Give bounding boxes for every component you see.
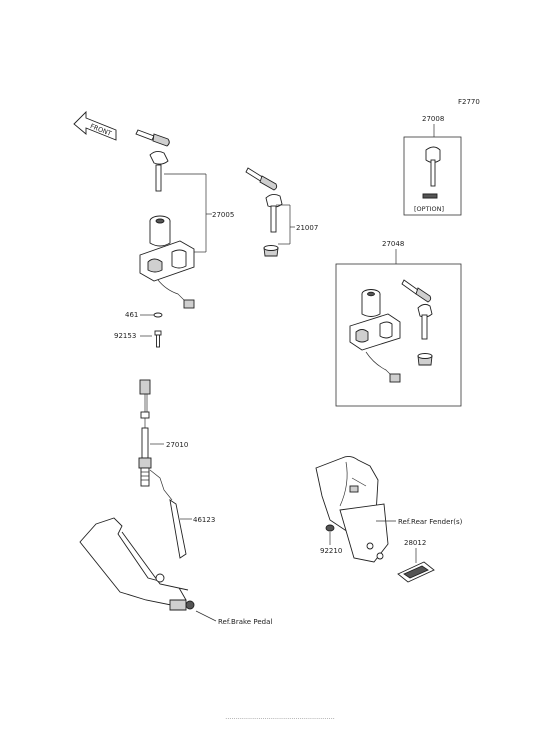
main-keys-icon xyxy=(135,129,170,192)
part-28012-label: 28012 xyxy=(404,539,426,547)
washer-icon xyxy=(153,312,163,318)
part-27048-label: 27048 xyxy=(382,240,404,248)
front-arrow-icon: FRONT xyxy=(73,110,117,141)
part-92153-label: 92153 xyxy=(114,332,136,340)
option-label: [OPTION] xyxy=(414,205,444,213)
brake-pedal-icon xyxy=(79,517,195,611)
part-27010-label: 27010 xyxy=(166,441,188,449)
option-key-icon xyxy=(422,146,441,199)
rear-fender-icon xyxy=(315,455,389,563)
part-21007-label: 21007 xyxy=(296,224,318,232)
ignition-switch-icon xyxy=(139,215,195,309)
reflector-icon xyxy=(397,561,435,583)
nut-icon xyxy=(325,524,335,532)
kit-keys-icon xyxy=(401,279,433,366)
part-92210-label: 92210 xyxy=(320,547,342,555)
bolt-icon xyxy=(154,330,162,348)
figure-code: F2770 xyxy=(458,98,480,106)
kit-switch-icon xyxy=(349,289,401,383)
ref-rear-fender: Ref.Rear Fender(s) xyxy=(398,518,463,526)
option-box xyxy=(403,136,462,216)
part-461-label: 461 xyxy=(125,311,138,319)
footer-text: ••••••••••••••••••••••••••••••••••••••••… xyxy=(225,717,334,721)
ref-brake-pedal: Ref.Brake Pedal xyxy=(218,618,272,626)
part-27005-label: 27005 xyxy=(212,211,234,219)
kit-box xyxy=(335,263,462,407)
spare-keys-icon xyxy=(245,167,283,257)
spring-icon xyxy=(149,469,187,559)
brake-switch-icon xyxy=(138,379,152,487)
part-46123-label: 46123 xyxy=(193,516,215,524)
part-27008-label: 27008 xyxy=(422,115,444,123)
